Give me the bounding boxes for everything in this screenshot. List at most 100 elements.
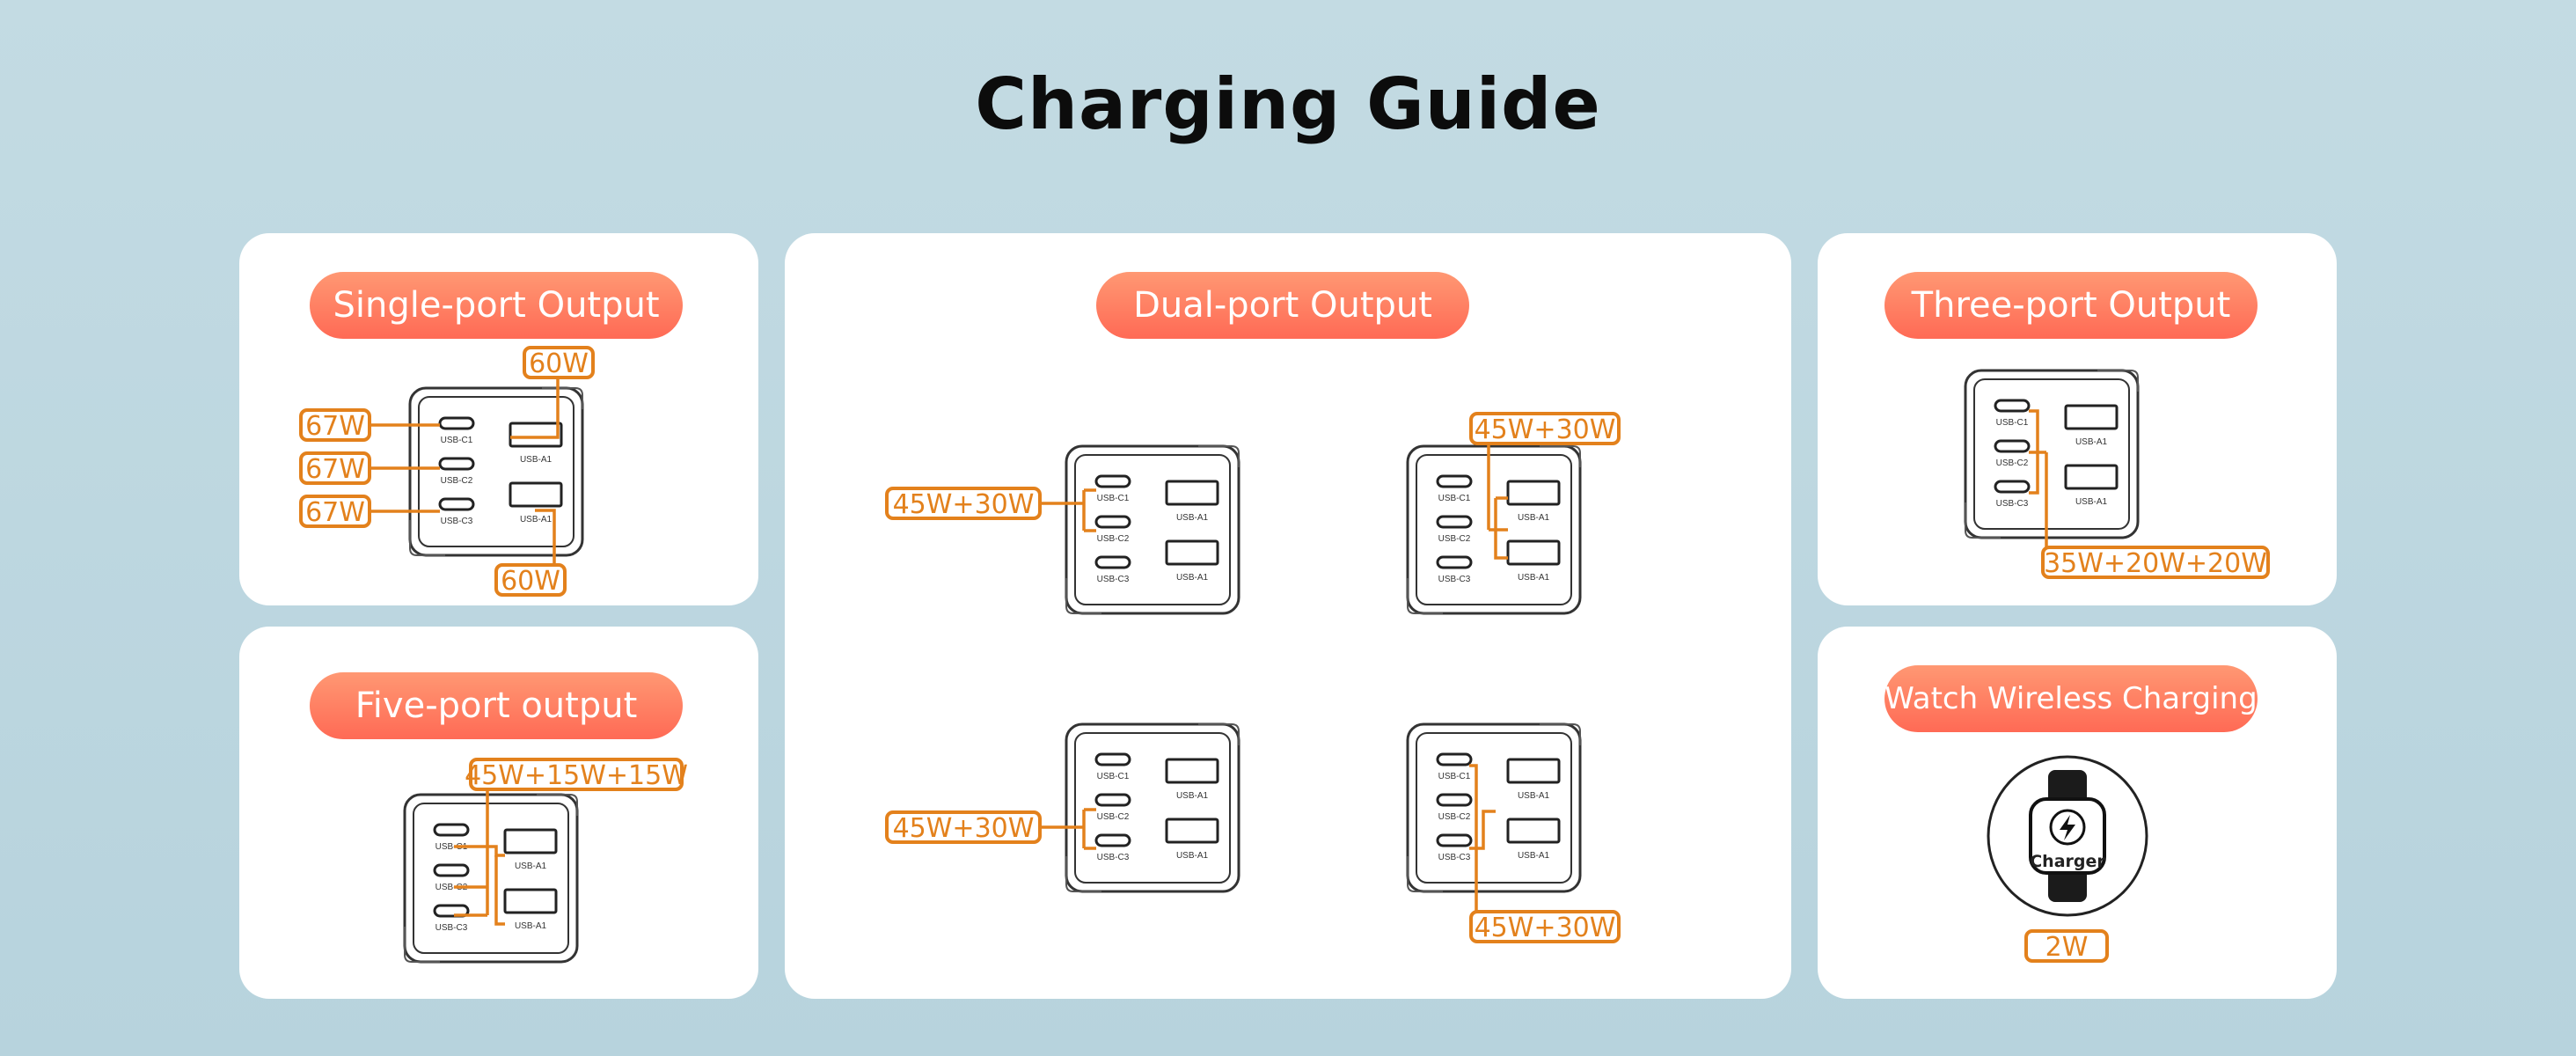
usb-c-port <box>1094 515 1131 529</box>
wire <box>1469 810 1496 850</box>
usb-a-port <box>503 888 558 914</box>
badge-dual-c1-c2: 45W+30W <box>885 487 1042 520</box>
wire <box>487 845 505 857</box>
usb-c-port <box>1436 752 1473 766</box>
usb-c-port <box>1436 515 1473 529</box>
charger-edge <box>1065 578 1101 614</box>
charger-body <box>1406 722 1582 893</box>
badge-60w-top: 60W <box>523 346 595 379</box>
wire <box>2029 452 2039 495</box>
port-label: USB-A1 <box>2075 497 2108 507</box>
port-label: USB-C1 <box>441 436 473 445</box>
badge-text: 35W+20W+20W <box>2044 548 2267 579</box>
usb-a-port <box>1506 480 1561 506</box>
wire <box>510 378 560 439</box>
dual-port-title: Dual-port Output <box>1096 272 1469 339</box>
charger-label: Charger <box>2030 852 2105 871</box>
usb-a-port <box>1165 480 1219 506</box>
watch-charging-title: Watch Wireless Charging <box>1884 665 2258 732</box>
badge-five-port: 45W+15W+15W <box>465 758 688 791</box>
five-port-title: Five-port output <box>310 672 683 739</box>
port-label: USB-A1 <box>1518 791 1550 801</box>
port-label: USB-C2 <box>1097 534 1130 544</box>
single-port-title: Single-port Output <box>310 272 683 339</box>
badge-text: 67W <box>305 411 365 442</box>
badge-text: 2W <box>2045 932 2089 963</box>
usb-c-port <box>1094 833 1131 847</box>
badge-text: 45W+30W <box>1475 414 1616 445</box>
wire <box>1469 764 1478 912</box>
port-label: USB-C2 <box>435 883 468 892</box>
badge-67w-c3: 67W <box>299 495 371 528</box>
badge-text: 45W+30W <box>893 489 1035 520</box>
port-label: USB-A1 <box>520 455 553 465</box>
charger-face <box>1074 732 1231 884</box>
port-label: USB-C3 <box>1097 575 1130 584</box>
usb-c-port <box>1436 555 1473 569</box>
port-label: USB-A1 <box>515 921 547 931</box>
charger-edge <box>1407 578 1443 614</box>
charger-body <box>1065 722 1240 893</box>
usb-a-port <box>1165 758 1219 784</box>
usb-a-port <box>2064 404 2119 430</box>
charger-face <box>413 803 569 954</box>
badge-dual-c2-c3: 45W+30W <box>885 810 1042 844</box>
usb-a-port <box>2064 464 2119 490</box>
wire <box>1494 498 1508 560</box>
wire <box>494 855 505 926</box>
wire <box>2029 409 2046 454</box>
charger-edge <box>542 387 583 409</box>
port-label: USB-A1 <box>1176 513 1209 523</box>
charger-edge <box>2097 370 2139 392</box>
usb-c-port <box>433 863 470 877</box>
badge-text: 45W+30W <box>1475 913 1616 943</box>
port-label: USB-A1 <box>1176 573 1209 583</box>
badge-dual-c1-c3: 45W+30W <box>1469 910 1621 943</box>
port-label: USB-C3 <box>435 923 468 933</box>
lightning-ring <box>2049 809 2086 846</box>
port-label: USB-C1 <box>1097 494 1130 503</box>
charger-edge <box>537 794 578 816</box>
port-label: USB-C3 <box>1996 499 2029 509</box>
port-label: USB-A1 <box>515 862 547 871</box>
port-label: USB-C1 <box>1438 772 1471 781</box>
port-label: USB-C1 <box>435 842 468 852</box>
port-label: USB-C3 <box>1097 853 1130 862</box>
port-label: USB-C3 <box>441 517 473 526</box>
usb-c-port <box>438 416 475 430</box>
usb-c-port <box>1094 474 1131 488</box>
port-label: USB-A1 <box>1518 573 1550 583</box>
port-label: USB-C3 <box>1438 853 1471 862</box>
charger-edge <box>1965 502 2001 539</box>
three-port-title: Three-port Output <box>1884 272 2258 339</box>
usb-c-port <box>1436 474 1473 488</box>
usb-c-port <box>438 497 475 511</box>
charger-edge <box>404 927 440 963</box>
port-label: USB-C1 <box>1097 772 1130 781</box>
charger-body <box>403 793 579 964</box>
badge-box <box>2024 929 2109 963</box>
charger-edge <box>409 520 445 556</box>
badge-text: 45W+15W+15W <box>465 760 688 791</box>
usb-c-port <box>438 457 475 471</box>
port-label: USB-C2 <box>1996 458 2029 468</box>
usb-a-port <box>509 481 563 508</box>
badge-67w-c2: 67W <box>299 451 371 485</box>
badge-67w-c1: 67W <box>299 408 371 442</box>
port-label: USB-A1 <box>520 515 553 524</box>
badge-box <box>2041 546 2270 579</box>
port-label: USB-C2 <box>1438 534 1471 544</box>
charger-edge <box>1407 856 1443 892</box>
charger-edge <box>1198 723 1240 745</box>
port-label: USB-A1 <box>1518 513 1550 523</box>
watch-charger: Charger <box>1987 755 2148 917</box>
usb-c-port <box>433 823 470 837</box>
port-label: USB-A1 <box>1176 791 1209 801</box>
